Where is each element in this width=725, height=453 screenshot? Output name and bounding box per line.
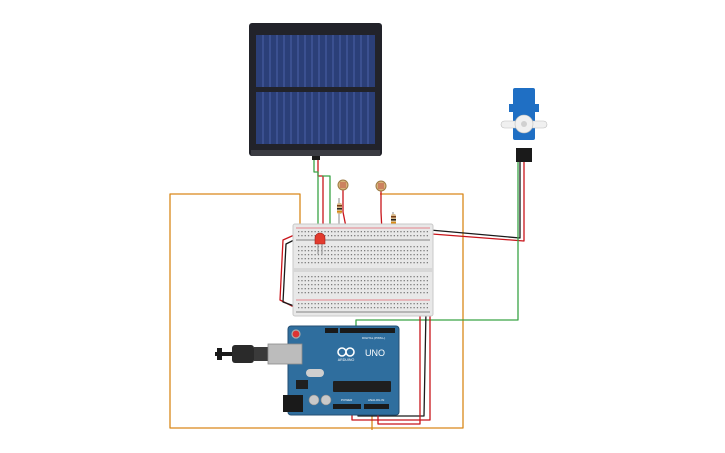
arduino-brand-text: ARDUINO	[338, 358, 355, 362]
wire-orange-loop[interactable]	[169, 193, 464, 429]
servo-motor[interactable]	[500, 88, 548, 162]
solar-panel[interactable]	[249, 23, 382, 160]
analog-header-text: ANALOG IN	[368, 398, 384, 402]
digital-header-text: DIGITAL (PWM~)	[362, 336, 385, 340]
breadboard[interactable]	[292, 223, 434, 317]
wire-servo-red[interactable]	[431, 162, 525, 242]
wire-bb-red-2[interactable]	[377, 310, 421, 425]
photoresistor-2[interactable]	[375, 180, 387, 192]
breadboard-holes	[298, 231, 428, 309]
power-header-text: POWER	[341, 398, 353, 402]
wire-solar-green[interactable]	[313, 160, 319, 236]
photoresistor-1[interactable]	[337, 179, 349, 191]
wire-green-to-rail[interactable]	[322, 175, 331, 236]
reset-button[interactable]	[291, 329, 301, 339]
wire-solar-red[interactable]	[317, 160, 324, 236]
arduino-uno-board[interactable]: ARDUINO UNO DIGITAL (PWM~) POWER ANALOG …	[267, 325, 400, 416]
wire-servo-green[interactable]	[355, 162, 519, 330]
arduino-model-text: UNO	[365, 348, 385, 358]
usb-cable[interactable]	[215, 345, 268, 363]
red-led[interactable]	[314, 232, 326, 254]
wire-servo-black[interactable]	[429, 162, 521, 239]
infinity-logo-icon	[337, 347, 355, 357]
